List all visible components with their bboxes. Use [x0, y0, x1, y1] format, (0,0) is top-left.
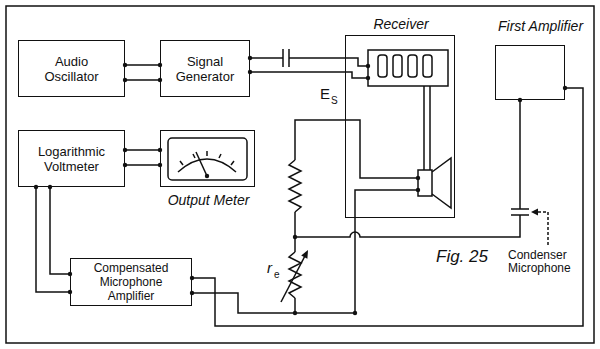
speaker-return-wire: [355, 190, 418, 313]
wire-connector: [125, 65, 160, 80]
terminal-dot: [366, 76, 370, 80]
terminal-dot: [518, 98, 522, 102]
box-label: Compensated Microphone Amplifier: [79, 261, 183, 303]
box-heading: First Amplifier: [498, 18, 583, 34]
arrowhead: [301, 250, 308, 259]
box-label: Audio Oscillator: [32, 54, 112, 84]
receiver-chassis: [368, 50, 448, 86]
generator-box: Signal Generator: [160, 40, 250, 97]
resistor-wire: [294, 298, 296, 313]
junction-dot: [293, 311, 297, 315]
meter-scale: [178, 151, 236, 172]
meter-pivot: [205, 174, 209, 178]
ground-bus: [192, 293, 355, 313]
mic-wire: [295, 100, 520, 237]
microphone-capacitor: [511, 209, 529, 215]
voltmeter-box: Logarithmic Voltmeter: [18, 130, 125, 187]
subscript: S: [331, 95, 338, 106]
receiver-box: Receiver: [345, 35, 455, 218]
speaker-magnet: [418, 170, 432, 196]
meter-needle: [196, 152, 207, 176]
box-heading: Receiver: [373, 16, 428, 32]
subscript: e: [274, 269, 280, 280]
speaker-cone: [432, 158, 451, 208]
terminal-dot: [416, 188, 420, 192]
wire-connector: [125, 150, 160, 165]
resistor-wire: [294, 212, 296, 252]
leader-line: [537, 212, 548, 245]
callout-label: Condenser Microphone: [508, 249, 590, 275]
figure-number: Fig. 25: [436, 248, 488, 267]
junction-dot: [293, 235, 297, 239]
box-label: Logarithmic Voltmeter: [28, 144, 116, 174]
tube: [378, 55, 387, 77]
box-label: Signal Generator: [167, 54, 243, 84]
wire-connector: [36, 187, 70, 292]
wire-connector: [250, 58, 345, 72]
terminal-dot: [190, 291, 194, 295]
oscillator-box: Audio Oscillator: [18, 40, 125, 97]
arrowhead: [531, 209, 538, 216]
junction-dot: [353, 311, 357, 315]
receiver-input-wires: [345, 58, 368, 78]
meter-face: [168, 138, 247, 180]
wiring: [6, 6, 594, 343]
tube: [423, 55, 432, 77]
amplifier-box: First Amplifier: [495, 45, 565, 100]
coupling-capacitor: [283, 49, 289, 67]
terminals: [34, 56, 567, 315]
wire-connector: [192, 88, 583, 326]
tube: [408, 55, 417, 77]
es-circuit-wire: [295, 120, 418, 178]
meter-box: Output Meter: [160, 130, 255, 187]
resistor-label: r: [267, 260, 272, 277]
resistor-symbol: [289, 160, 301, 212]
outer-frame: [6, 6, 594, 343]
tube: [393, 55, 402, 77]
mic-amplifier-box: Compensated Microphone Amplifier: [70, 258, 192, 306]
variable-arrow: [281, 254, 306, 302]
voltage-label: E: [320, 86, 330, 103]
terminal-dot: [416, 176, 420, 180]
terminal-dot: [366, 64, 370, 68]
box-heading: Output Meter: [168, 192, 250, 208]
speaker-leads: [424, 86, 430, 170]
